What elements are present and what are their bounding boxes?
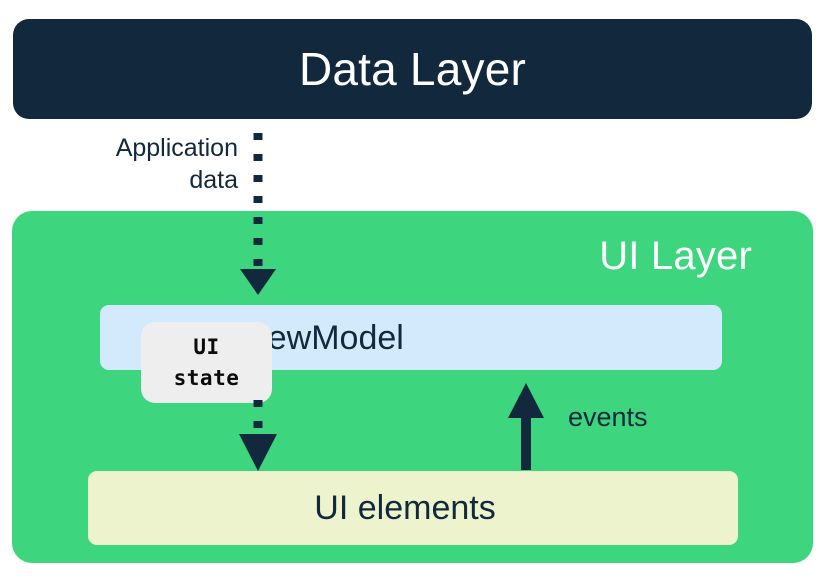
data-layer-title: Data Layer <box>298 43 526 95</box>
data-layer-box: Data Layer <box>13 19 812 119</box>
ui-elements-label: UI elements <box>314 489 496 527</box>
ui-state-chip-line1: UI <box>193 335 220 360</box>
ui-elements-box: UI elements <box>88 471 738 545</box>
application-data-label: Application data <box>60 132 238 196</box>
events-label: events <box>568 402 648 432</box>
ui-layer-title: UI Layer <box>599 234 752 278</box>
application-data-label-line1: Application <box>115 134 238 162</box>
application-data-label-line2: data <box>189 166 238 194</box>
ui-state-chip: UI state <box>141 322 272 403</box>
ui-state-chip-line2: state <box>173 365 240 390</box>
